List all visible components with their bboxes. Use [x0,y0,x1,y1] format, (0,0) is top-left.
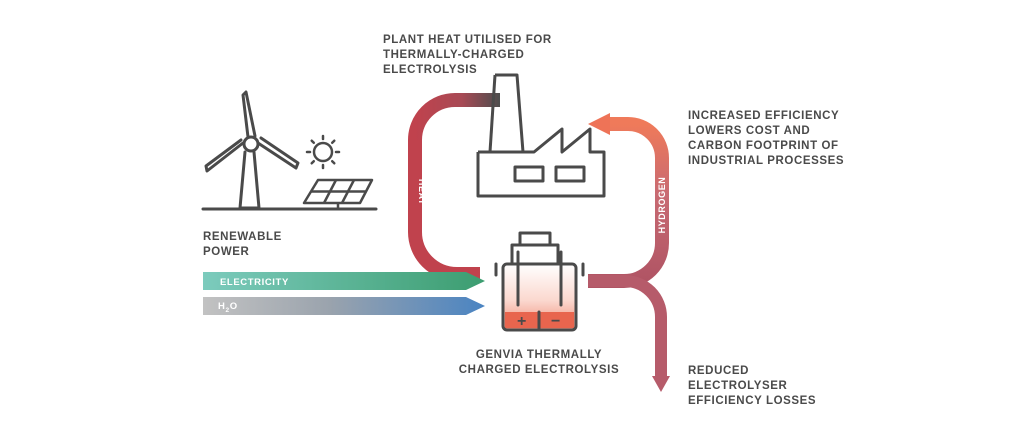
factory-icon [476,73,606,198]
electricity-label: ELECTRICITY [220,277,289,288]
heat-flow: HEAT [408,93,500,281]
wind-turbine-icon [204,90,300,210]
reduced-losses-caption: REDUCED ELECTROLYSER EFFICIENCY LOSSES [688,365,817,407]
loss-flow-band [588,275,667,378]
genvia-caption: GENVIA THERMALLY CHARGED ELECTROLYSIS [458,349,620,376]
water-arrow-shape [203,297,485,315]
electricity-arrow: ELECTRICITY [203,272,485,290]
solar-panel-icon [302,178,374,209]
hydrogen-flow-band [588,117,669,288]
sun-icon [305,134,341,170]
minus-terminal: − [551,313,561,330]
hydrogen-flow-label: HYDROGEN [657,177,667,234]
hydrogen-arrowhead [588,113,610,135]
plus-terminal: + [517,313,527,330]
heat-flow-band [408,140,480,281]
heat-flow-label: HEAT [417,179,427,205]
hydrogen-flow: HYDROGEN [588,113,670,392]
heat-flow-top [408,93,500,141]
efficiency-caption: INCREASED EFFICIENCY LOWERS COST AND CAR… [688,110,845,167]
water-label: H2O [218,301,238,314]
electrolyser-icon: + − [494,231,585,332]
renewable-power-caption: RENEWABLE POWER [203,231,282,258]
loss-arrowhead [652,376,670,392]
water-arrow: H2O [203,297,485,315]
plant-heat-caption: PLANT HEAT UTILISED FOR THERMALLY-CHARGE… [383,34,552,76]
electricity-arrow-shape [203,272,485,290]
